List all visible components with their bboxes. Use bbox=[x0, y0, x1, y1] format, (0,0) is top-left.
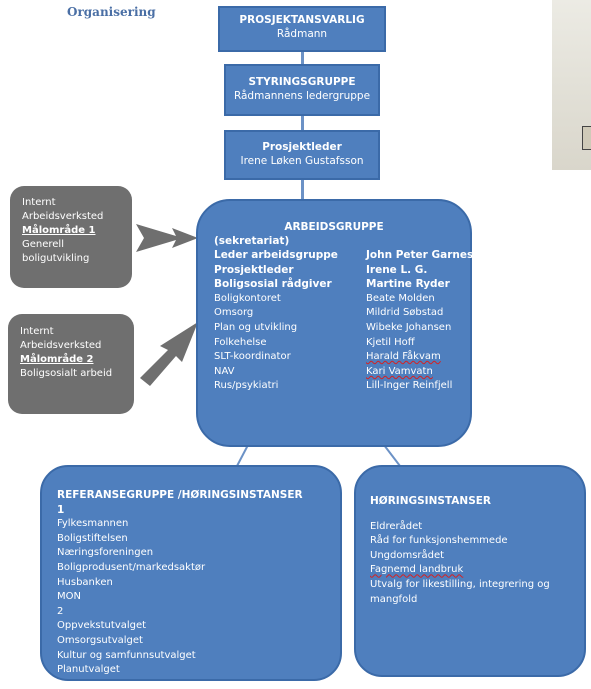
workshop-malomrade-2: Internt Arbeidsverksted Målområde 2 Boli… bbox=[8, 314, 134, 414]
name-cell: Irene L. G. bbox=[366, 263, 428, 276]
role-cell: Prosjektleder bbox=[214, 263, 294, 276]
name-cell: Kjetil Hoff bbox=[366, 336, 415, 348]
list-item: Eldrerådet bbox=[370, 520, 423, 532]
arrow-right-icon bbox=[136, 224, 198, 252]
name-cell: Harald Fåkvam bbox=[366, 351, 441, 363]
prosjektansvarlig-box: PROSJEKTANSVARLIG Rådmann bbox=[218, 6, 386, 52]
list-item: Ungdomsrådet bbox=[370, 549, 445, 561]
role-cell: Boligsosial rådgiver bbox=[214, 278, 332, 291]
name-cell: Wibeke Johansen bbox=[366, 321, 452, 333]
role-cell: Omsorg bbox=[214, 307, 254, 319]
list-item: Omsorgsutvalget bbox=[57, 634, 143, 646]
list-item: Næringsforeningen bbox=[57, 547, 154, 559]
name-cell: Beate Molden bbox=[366, 292, 435, 304]
referansegruppe-box: REFERANSEGRUPPE /HØRINGSINSTANSER 1 Fylk… bbox=[40, 465, 342, 681]
name-cell: John Peter Garnes bbox=[366, 249, 474, 261]
connector-line bbox=[301, 178, 304, 200]
name-cell: Mildrid Søbstad bbox=[366, 307, 444, 319]
list-item: Boligstiftelsen bbox=[57, 532, 128, 544]
box-title: STYRINGSGRUPPE bbox=[248, 76, 356, 88]
workshop-line: Boligsosialt arbeid bbox=[20, 368, 113, 379]
page-heading: Organisering bbox=[67, 5, 156, 19]
list-item: Oppvekstutvalget bbox=[57, 620, 147, 632]
arbeidsgruppe-box: ARBEIDSGRUPPE (sekretariat) Leder arbeid… bbox=[196, 199, 473, 447]
horingsinstanser-content: HØRINGSINSTANSER Eldrerådet Råd for funk… bbox=[370, 494, 550, 607]
name-cell: Lill-Inger Reinfjell bbox=[366, 380, 453, 392]
styringsgruppe-box: STYRINGSGRUPPE Rådmannens ledergruppe bbox=[224, 64, 380, 116]
workshop-line: Internt bbox=[20, 326, 54, 337]
box-title: PROSJEKTANSVARLIG bbox=[239, 14, 365, 26]
arrow-up-right-icon bbox=[140, 322, 198, 386]
list-item: Utvalg for likestilling, integrering og bbox=[370, 578, 550, 590]
list-item: MON bbox=[57, 591, 81, 603]
role-cell: NAV bbox=[214, 365, 235, 377]
list-item: Husbanken bbox=[57, 576, 113, 588]
role-cell: Rus/psykiatri bbox=[214, 380, 279, 392]
workshop-target-area: Målområde 1 bbox=[22, 225, 96, 236]
referansegruppe-content: REFERANSEGRUPPE /HØRINGSINSTANSER 1 Fylk… bbox=[57, 488, 303, 678]
name-cell: Martine Ryder bbox=[366, 278, 450, 291]
referansegruppe-title: REFERANSEGRUPPE /HØRINGSINSTANSER bbox=[57, 489, 303, 501]
box-title: Prosjektleder bbox=[262, 141, 342, 153]
role-cell: Leder arbeidsgruppe bbox=[214, 249, 338, 261]
sekretariat-label: (sekretariat) bbox=[214, 235, 290, 247]
box-subtitle: Rådmann bbox=[276, 28, 328, 40]
workshop-line: boligutvikling bbox=[22, 253, 90, 264]
list-item: Boligprodusent/markedsaktør bbox=[57, 561, 206, 573]
roles-column: Leder arbeidsgruppe Prosjektleder Boligs… bbox=[214, 248, 338, 394]
arbeidsgruppe-title: ARBEIDSGRUPPE bbox=[284, 221, 384, 233]
role-cell: SLT-koordinator bbox=[214, 351, 291, 363]
list-item: Råd for funksjonshemmede bbox=[370, 535, 508, 547]
role-cell: Boligkontoret bbox=[214, 292, 281, 304]
box-subtitle: Irene Løken Gustafsson bbox=[240, 155, 364, 167]
connector-line bbox=[301, 50, 304, 64]
horingsinstanser-title: HØRINGSINSTANSER bbox=[370, 495, 492, 507]
list-item: 1 bbox=[57, 503, 65, 516]
list-item: 2 bbox=[57, 605, 64, 617]
workshop-line: Generell bbox=[22, 239, 64, 250]
workshop-malomrade-1: Internt Arbeidsverksted Målområde 1 Gene… bbox=[10, 186, 132, 288]
prosjektleder-box: Prosjektleder Irene Løken Gustafsson bbox=[224, 130, 380, 180]
list-item: Planutvalget bbox=[57, 664, 120, 676]
list-item: mangfold bbox=[370, 593, 418, 605]
role-cell: Plan og utvikling bbox=[214, 321, 298, 333]
workshop-line: Arbeidsverksted bbox=[22, 211, 104, 222]
horingsinstanser-box: HØRINGSINSTANSER Eldrerådet Råd for funk… bbox=[354, 465, 586, 677]
box-subtitle: Rådmannens ledergruppe bbox=[233, 90, 371, 102]
workshop-line: Arbeidsverksted bbox=[20, 340, 102, 351]
list-item: Kultur og samfunnsutvalget bbox=[57, 649, 196, 661]
list-item: Fagnemd landbruk bbox=[370, 564, 464, 576]
photo-fragment bbox=[552, 0, 591, 170]
workshop-target-area: Målområde 2 bbox=[20, 354, 94, 365]
name-cell: Kari Vamvatn bbox=[366, 365, 433, 377]
role-cell: Folkehelse bbox=[214, 336, 267, 348]
workshop-line: Internt bbox=[22, 197, 56, 208]
list-item: Fylkesmannen bbox=[57, 518, 129, 530]
connector-line bbox=[301, 115, 304, 130]
names-column: John Peter Garnes Irene L. G. Martine Ry… bbox=[366, 248, 473, 394]
